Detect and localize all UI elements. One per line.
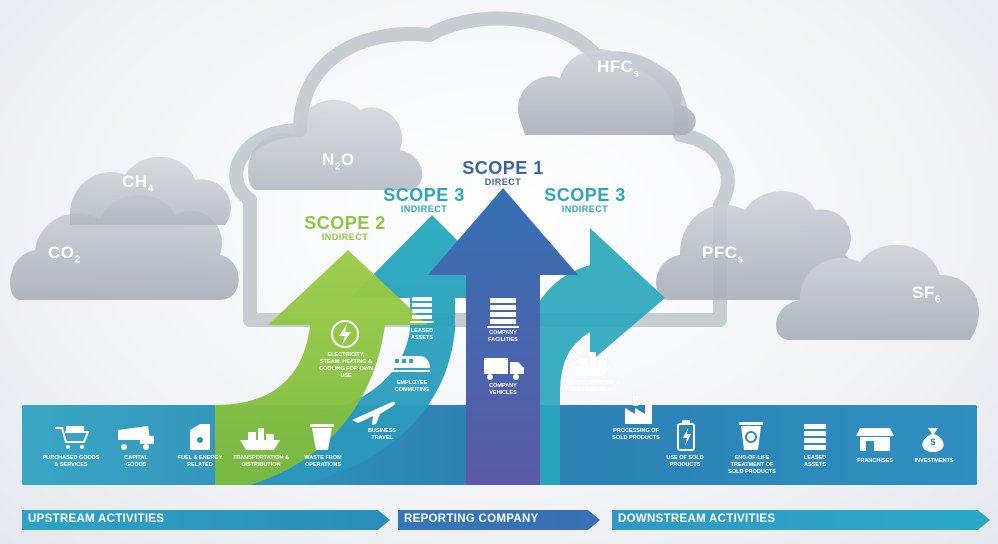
cloud-group	[10, 49, 979, 340]
label-electricity: ELECTRICITY, STEAM, HEATING & COOLING FO…	[319, 352, 373, 379]
scope2-subtitle: INDIRECT	[321, 232, 369, 242]
gas-n2o: N2O	[322, 150, 355, 173]
gas-co2: CO2	[48, 243, 81, 266]
waste-bin-icon	[310, 424, 334, 450]
dump-truck-icon	[118, 426, 154, 450]
label-processing: PROCESSING OF SOLD PRODUCTS	[612, 428, 660, 441]
ship-down-icon	[572, 346, 610, 376]
label-waste: WASTE FROM OPERATIONS	[304, 455, 342, 468]
delivery-truck-icon	[484, 358, 524, 380]
downstream-activities-label: DOWNSTREAM ACTIVITIES	[618, 513, 776, 525]
scope3-downstream-title: SCOPE 3	[544, 185, 626, 205]
label-investments: INVESTMENTS	[914, 458, 954, 464]
lightning-icon	[331, 320, 359, 348]
downstream-bar	[612, 510, 990, 530]
label-use-sold: USE OF SOLD PRODUCTS	[666, 455, 704, 468]
gas-hfcs: HFCs	[597, 57, 640, 80]
plane-icon	[352, 401, 395, 425]
scope2-title-block: SCOPE 2 INDIRECT	[300, 214, 390, 243]
label-capital-goods: CAPITAL GOODS	[124, 455, 148, 468]
reporting-bar	[398, 510, 600, 530]
cart-icon	[55, 426, 90, 449]
label-purchased-goods: PURCHASED GOODS & SERVICES	[42, 455, 100, 468]
label-company-vehicles: COMPANY VEHICLES	[489, 383, 517, 396]
label-company-facilities: COMPANY FACILITIES	[488, 330, 518, 343]
fuel-can-icon	[190, 424, 210, 450]
label-end-of-life: END-OF-LIFE TREATMENT OF SOLD PRODUCTS	[728, 455, 776, 475]
scope3-downstream-title-block: SCOPE 3 INDIRECT	[540, 186, 630, 215]
scope1-title-block: SCOPE 1 DIRECT	[458, 159, 548, 188]
ship-icon	[240, 428, 280, 450]
scope3-upstream-title: SCOPE 3	[383, 185, 465, 205]
label-business-travel: BUSINESS TRAVEL	[367, 428, 397, 441]
label-transport-down: TRANSPORTATION & DISTRIBUTION	[564, 380, 621, 393]
upstream-activities-label: UPSTREAM ACTIVITIES	[28, 513, 165, 525]
recycle-bin-icon	[739, 422, 763, 450]
scope3-upstream-subtitle: INDIRECT	[400, 204, 448, 214]
label-leased-assets-up: LEASED ASSETS	[410, 328, 434, 341]
building-down-icon	[804, 424, 826, 450]
label-fuel-energy: FUEL & ENERGY RELATED	[177, 455, 223, 468]
gas-ch4: CH4	[122, 172, 154, 195]
scope1-arrow	[428, 188, 578, 485]
scope3-downstream-subtitle: INDIRECT	[561, 204, 609, 214]
scope1-title: SCOPE 1	[462, 158, 544, 178]
building-icon	[410, 297, 434, 323]
scope1-subtitle: DIRECT	[484, 177, 522, 187]
scope2-title: SCOPE 2	[304, 213, 386, 233]
reporting-company-label: REPORTING COMPANY	[404, 513, 539, 525]
label-transport-up: TRANSPORTATION & DISTRIBUTION	[232, 455, 289, 468]
scope2-arrow	[215, 250, 428, 485]
train-icon	[392, 356, 430, 372]
money-bag-icon	[922, 428, 944, 452]
upstream-bar	[22, 510, 390, 530]
gas-sf6: SF6	[912, 283, 941, 306]
storefront-icon	[856, 428, 894, 451]
facilities-icon	[487, 298, 519, 328]
dollar-icon: $	[930, 437, 936, 447]
factory-icon	[625, 396, 652, 424]
label-employee-commuting: EMPLOYEE COMMUTING	[394, 380, 430, 393]
label-leased-assets-down: LEASED ASSETS	[803, 455, 827, 468]
scope3-upstream-title-block: SCOPE 3 INDIRECT	[379, 186, 469, 215]
label-franchises: FRANCHISES	[857, 458, 893, 464]
battery-icon	[677, 420, 695, 451]
gas-pfcs: PFCs	[702, 243, 744, 266]
